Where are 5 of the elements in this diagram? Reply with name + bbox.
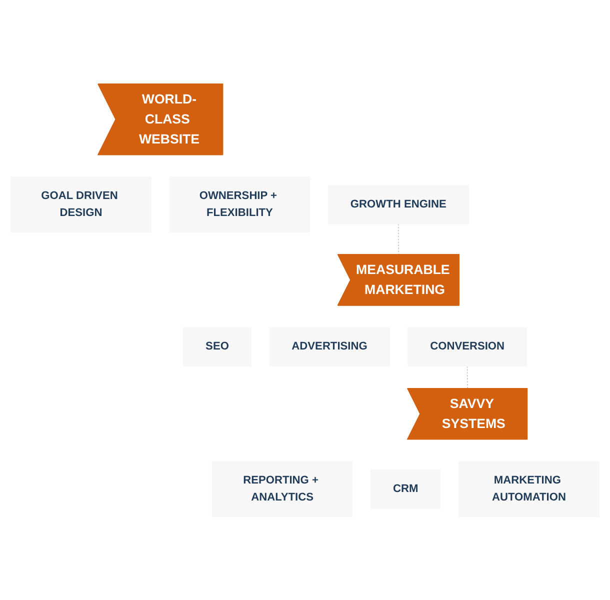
node-box — [328, 184, 469, 224]
connector — [398, 223, 400, 255]
connector — [466, 366, 468, 389]
node-box — [408, 326, 528, 366]
flowchart: WORLD-CLASS WEBSITE GOAL DRIVEN DESIGN OWNERSHIP + FLEXIBILITY GROWTH ENGINE MEASURABLE MARKETING SEO ADVERTISING CONVERSION SAVVY SYSTEMS REPORTING + ANALYTICS CRM MARKETING AUTOMATION — [5, 78, 605, 522]
